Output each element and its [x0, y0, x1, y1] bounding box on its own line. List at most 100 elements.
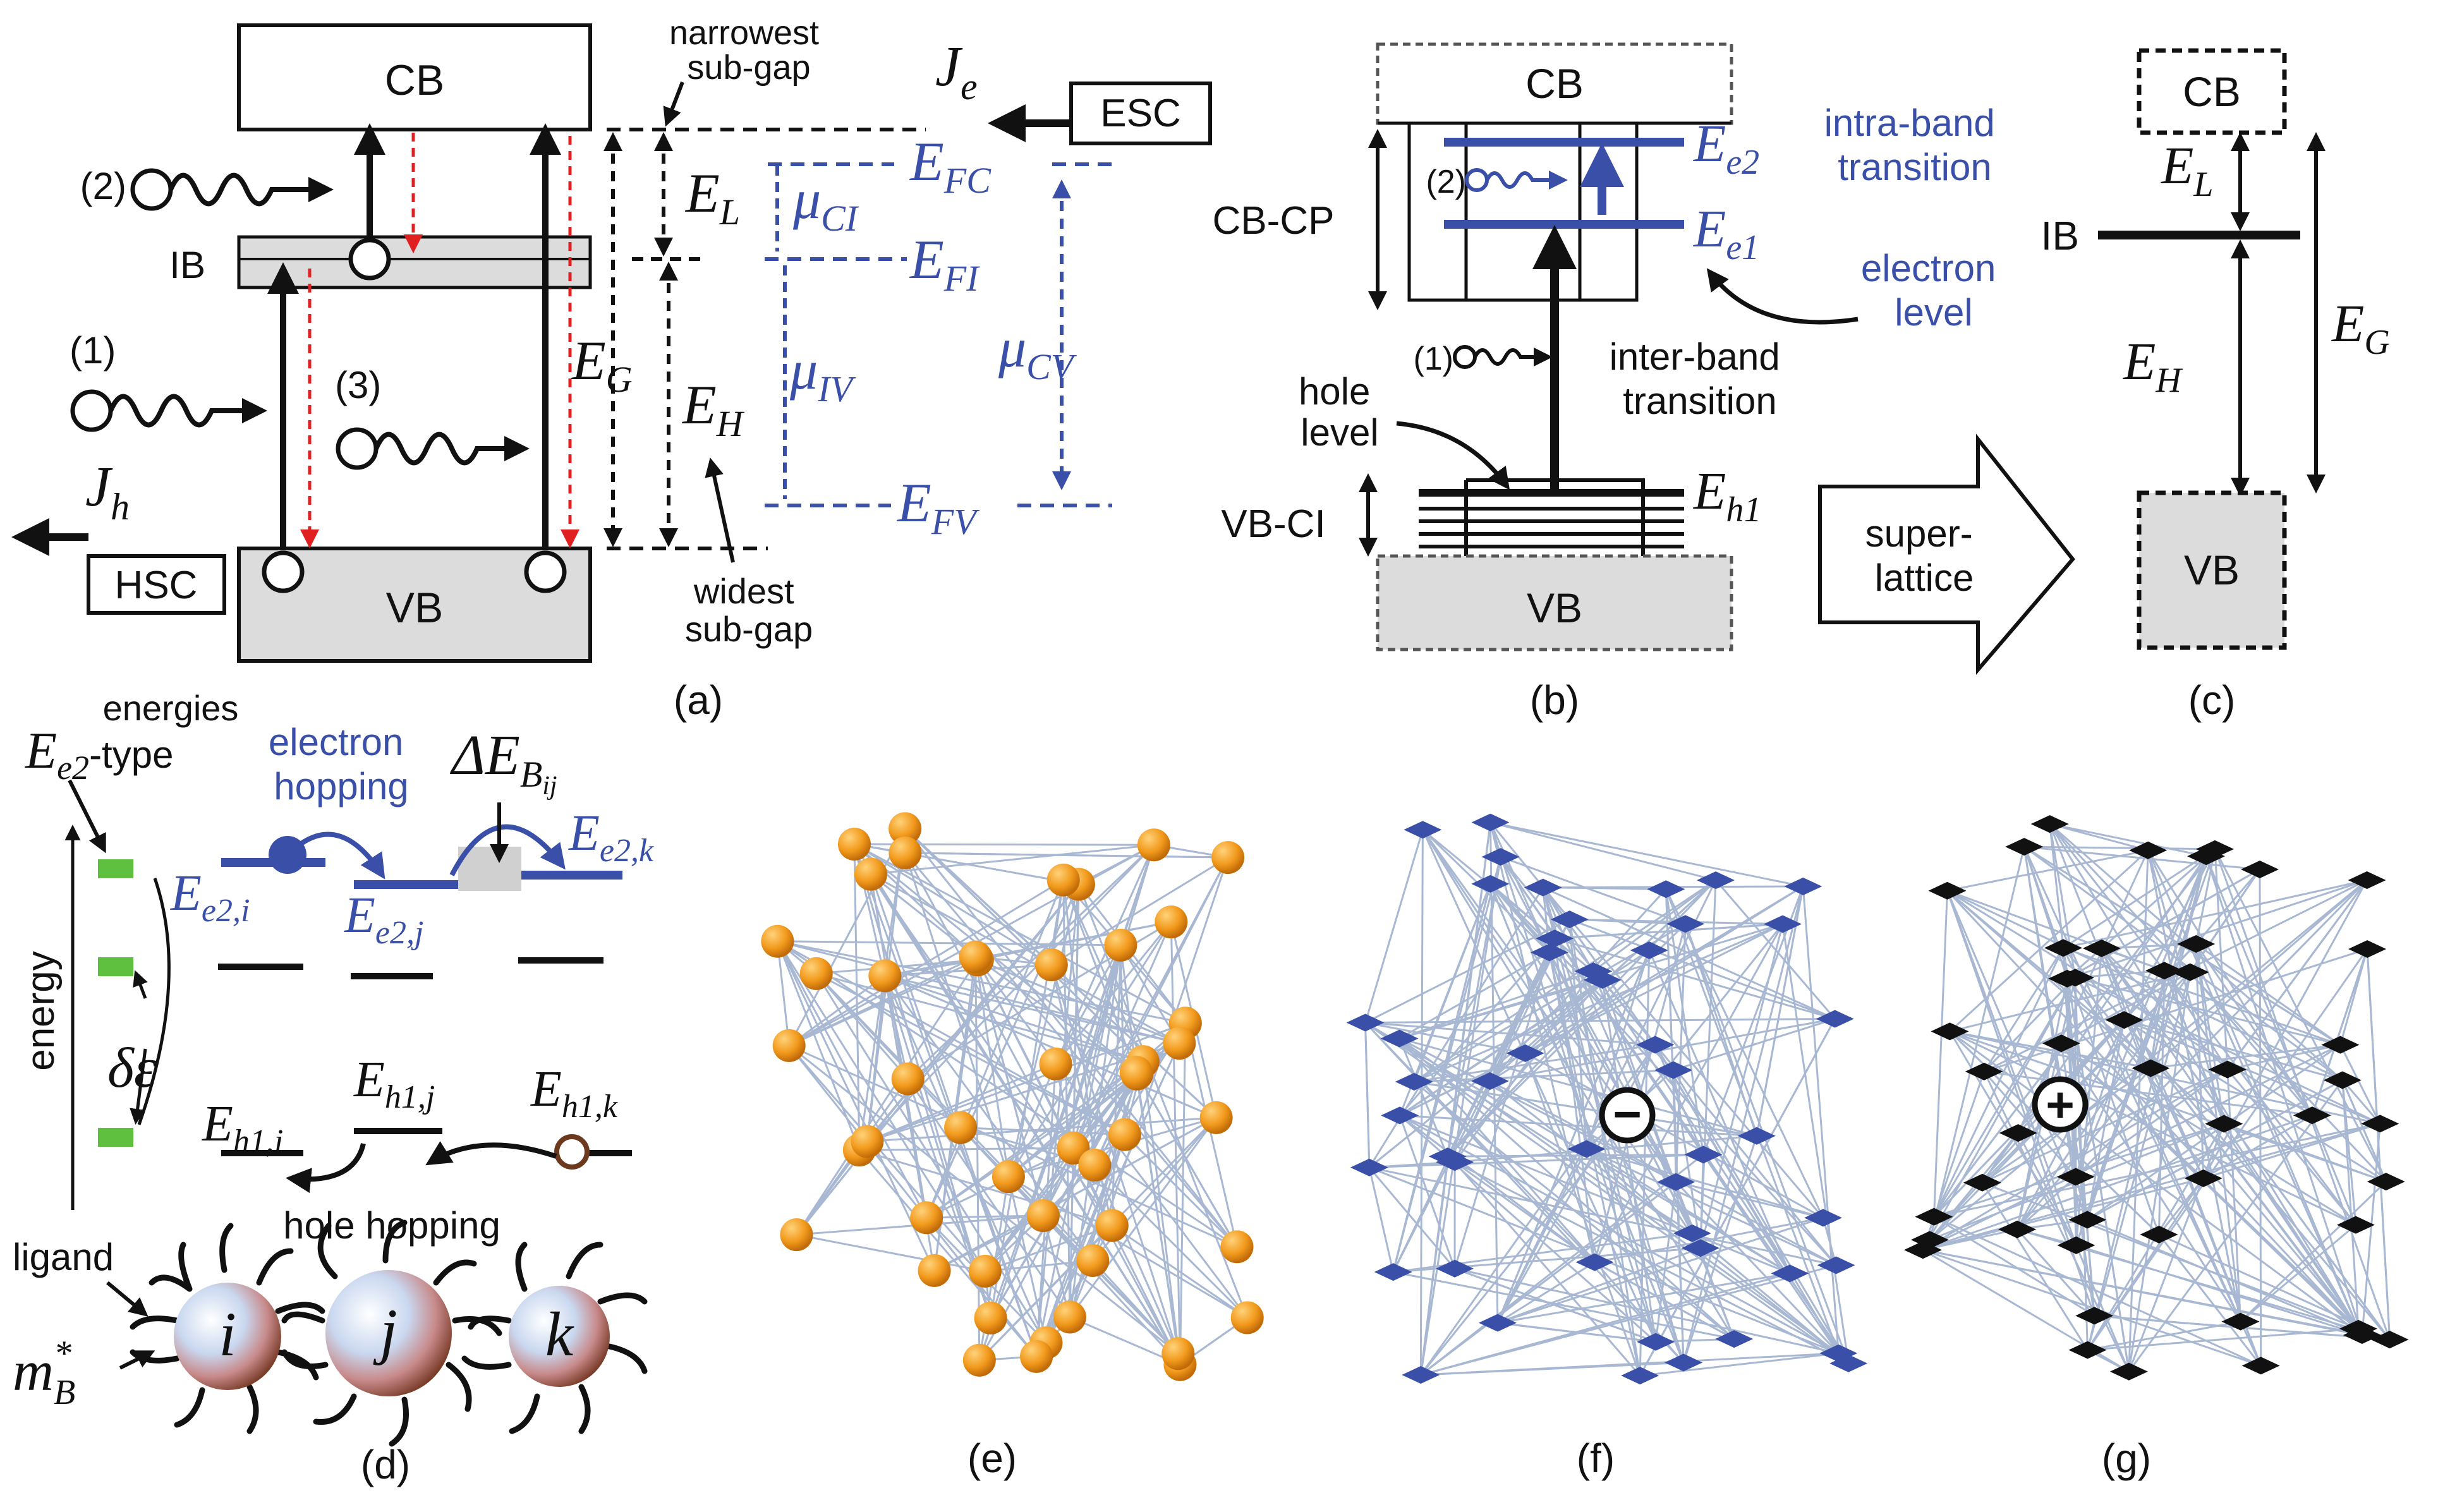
- caption-f: (f): [1577, 1436, 1615, 1481]
- inter-band-label: inter-band transition: [1610, 336, 1791, 422]
- network-node: [2048, 969, 2087, 988]
- electron-charge-icon: [1599, 1087, 1656, 1144]
- network-edge: [1586, 1148, 1837, 1266]
- network-edge: [2205, 856, 2363, 1336]
- network-edge: [866, 1063, 1057, 1142]
- network-node: [1471, 813, 1510, 832]
- cb-c-box: [2137, 48, 2287, 135]
- network-node: [2323, 1071, 2362, 1089]
- network-edge: [2075, 948, 2103, 1245]
- network-node: [1697, 871, 1735, 890]
- network-edge: [2024, 845, 2216, 850]
- ee1-label: Ee1: [1693, 200, 1759, 267]
- network-edge: [2087, 1178, 2204, 1351]
- network-node: [2082, 939, 2121, 957]
- network-edge: [1983, 1071, 2130, 1372]
- network-edge: [1949, 849, 2149, 1032]
- network-node: [2005, 838, 2044, 856]
- network-edge: [1399, 1115, 1790, 1274]
- network-node: [1026, 1199, 1060, 1232]
- network-node: [1928, 881, 1967, 900]
- network-node: [868, 959, 902, 993]
- network-g: [1903, 815, 2409, 1381]
- network-edge: [2311, 948, 2368, 1116]
- network-node: [1120, 1057, 1154, 1091]
- network-node: [2068, 1211, 2107, 1229]
- vb-label: VB: [386, 584, 444, 632]
- network-edge: [1982, 1182, 2359, 1330]
- network-edge: [1490, 821, 1716, 881]
- network-edge: [1922, 1114, 2313, 1251]
- network-edge: [904, 852, 1181, 1365]
- energies-type-label: Ee2-type: [25, 722, 173, 787]
- network-edge: [1069, 1316, 1181, 1366]
- network-edge: [1398, 1037, 1685, 1364]
- caption-g: (g): [2102, 1436, 2151, 1481]
- network-edge: [1035, 884, 1080, 1357]
- network-edge: [2128, 1079, 2344, 1372]
- network-edge: [777, 941, 935, 1271]
- network-edge: [1555, 922, 1783, 940]
- network-edge: [2195, 943, 2241, 1322]
- network-edge: [1489, 822, 1596, 1262]
- network-edge: [1983, 1070, 2077, 1178]
- network-node: [1155, 905, 1188, 939]
- network-edge: [1543, 886, 1836, 1020]
- network-node: [2240, 860, 2279, 878]
- network-edge: [2087, 1044, 2341, 1221]
- network-edge: [2341, 1079, 2381, 1125]
- network-edge: [2087, 1219, 2363, 1336]
- network-edge: [1684, 923, 1758, 1137]
- network-edge: [2063, 848, 2216, 949]
- network-node: [851, 1125, 884, 1158]
- network-node: [2145, 962, 2183, 980]
- network-edge: [2214, 849, 2229, 1070]
- network-edge: [2023, 846, 2262, 1367]
- network-edge: [1672, 1069, 1850, 1364]
- hole-hopping-label: hole hopping: [283, 1204, 500, 1247]
- jh-label: Jh: [85, 456, 130, 528]
- network-edge: [1092, 1259, 1179, 1355]
- network-edge: [1542, 886, 1694, 1234]
- network-node: [799, 957, 833, 990]
- network-node: [1999, 1124, 2037, 1142]
- panel-c: CB IB EL EH EG VB (c): [2041, 48, 2390, 723]
- network-edge: [1983, 977, 2076, 1072]
- network-edge: [1500, 856, 1694, 1234]
- network-edge: [1421, 1352, 1839, 1376]
- network-edge: [1042, 1214, 1179, 1355]
- delta-eb-label: ΔEBij: [450, 724, 557, 801]
- network-edge: [1179, 1023, 1187, 1365]
- network-edge: [2150, 1044, 2341, 1070]
- widest-label: widest sub-gap: [685, 571, 813, 649]
- network-edge: [1077, 883, 1249, 1319]
- network-edge: [1946, 890, 2363, 1336]
- network-node: [1574, 962, 1613, 981]
- network-edge: [1489, 885, 1804, 1082]
- network-edge: [1111, 1225, 1248, 1319]
- network-node: [968, 1254, 1002, 1288]
- network-node: [1137, 828, 1170, 862]
- network-edge: [2195, 869, 2261, 945]
- network-edge: [1422, 829, 1550, 953]
- network-edge: [1929, 879, 2368, 1241]
- network-edge: [1419, 822, 1491, 1376]
- network-edge: [853, 844, 1038, 1357]
- hsc-box: [87, 554, 226, 615]
- network-node: [1910, 1231, 1949, 1249]
- network-edge: [1094, 1164, 1179, 1354]
- network-node: [2321, 1036, 2360, 1054]
- eh1k-label: Eh1,k: [530, 1061, 618, 1125]
- network-node: [1567, 1140, 1606, 1158]
- network-edge: [1984, 879, 2368, 1073]
- network-node: [772, 1029, 806, 1062]
- network-edge: [776, 941, 861, 1151]
- network-node: [2068, 1341, 2107, 1359]
- ib-c-label: IB: [2041, 213, 2079, 258]
- network-node: [1104, 928, 1137, 962]
- caption-a: (a): [674, 677, 723, 723]
- network-edge: [2061, 1042, 2356, 1226]
- caption-c: (c): [2188, 677, 2236, 723]
- photon-b1-icon: [1453, 345, 1553, 369]
- network-edge: [2157, 971, 2166, 1235]
